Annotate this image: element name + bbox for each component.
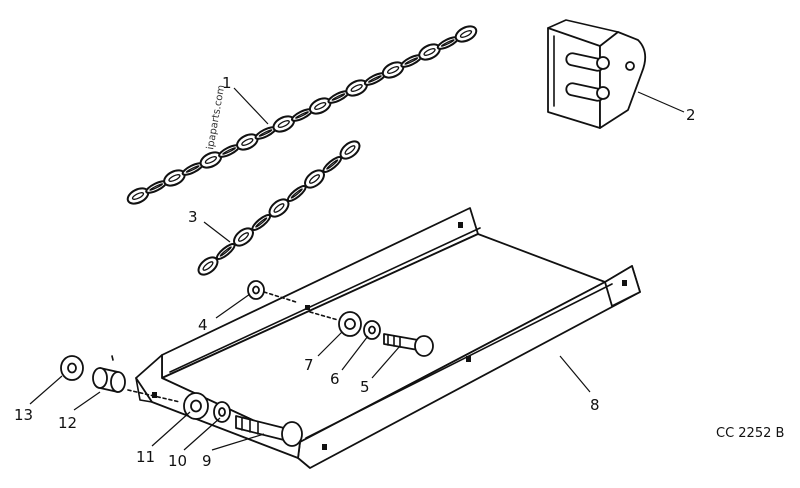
- callout-1: 1: [222, 74, 232, 92]
- lock-washer-10-part: [213, 401, 231, 423]
- chain-long-part: [126, 25, 478, 205]
- callout-12: 12: [58, 414, 77, 432]
- figure-code: CC 2252 B: [716, 426, 784, 441]
- callout-2: 2: [686, 106, 696, 124]
- callout-7: 7: [304, 356, 314, 374]
- callout-13: 13: [14, 406, 33, 424]
- lock-washer-6-part: [363, 320, 381, 340]
- chain-short-part: [197, 140, 361, 276]
- callout-3: 3: [188, 208, 198, 226]
- washer-4-part: [247, 280, 265, 300]
- callout-9: 9: [202, 452, 212, 470]
- bolt-9-part: [235, 415, 303, 447]
- bolt-5-part: [383, 333, 434, 357]
- callout-5: 5: [360, 378, 370, 396]
- watermark-text: ipaparts.com: [205, 84, 227, 150]
- washer-13-part: [60, 355, 84, 381]
- callout-4: 4: [198, 316, 208, 334]
- callout-6: 6: [330, 370, 340, 388]
- callout-10: 10: [168, 452, 187, 470]
- spacer-12-part: [92, 367, 126, 393]
- nut-11-part: [183, 392, 209, 420]
- bracket-part: [547, 19, 647, 129]
- callout-11: 11: [136, 448, 155, 466]
- nut-7-part: [338, 311, 362, 337]
- callout-8: 8: [590, 396, 600, 414]
